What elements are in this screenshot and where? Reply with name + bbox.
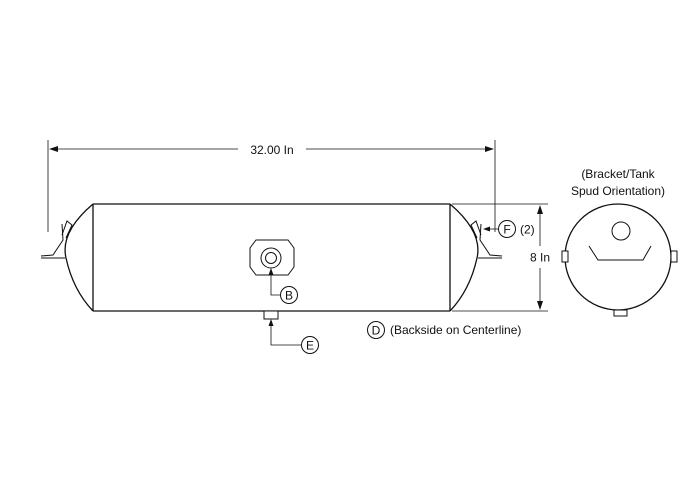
end-view-right-lug bbox=[670, 250, 678, 263]
tank-left-head bbox=[64, 203, 94, 312]
callout-f-arrowhead bbox=[483, 226, 490, 232]
port-b-boss bbox=[249, 239, 295, 276]
height-arrow-top bbox=[537, 205, 543, 214]
tank-end-view bbox=[561, 203, 678, 317]
end-view-bracket-outline bbox=[588, 245, 652, 261]
right-bracket bbox=[470, 220, 503, 259]
callout-f: F bbox=[483, 220, 516, 238]
callout-e-leader bbox=[270, 322, 301, 346]
length-arrow-left bbox=[49, 146, 58, 152]
callout-f-letter: F bbox=[503, 223, 510, 237]
callout-e-letter: E bbox=[306, 339, 314, 353]
height-arrow-bottom bbox=[537, 301, 543, 310]
end-view-caption-line1: (Bracket/Tank bbox=[581, 167, 655, 181]
length-label: 32.00 In bbox=[250, 143, 293, 157]
length-dimension bbox=[47, 140, 496, 232]
callout-b: B bbox=[268, 268, 298, 304]
port-b-outer-ring bbox=[260, 247, 282, 269]
callout-e-bubble bbox=[301, 336, 319, 354]
tank-side-view bbox=[64, 203, 479, 312]
end-view-shell bbox=[564, 203, 672, 311]
callout-b-arrowhead bbox=[268, 268, 274, 275]
callout-f-bubble bbox=[498, 220, 516, 238]
callout-d-note: (Backside on Centerline) bbox=[390, 323, 521, 337]
port-e-fitting bbox=[263, 310, 279, 320]
callout-e-arrowhead bbox=[268, 319, 274, 326]
callout-d-letter: D bbox=[372, 324, 381, 338]
callout-b-letter: B bbox=[285, 289, 293, 303]
height-dimension bbox=[452, 203, 548, 312]
port-b-fitting bbox=[249, 239, 295, 276]
callout-f-note: (2) bbox=[520, 223, 535, 237]
length-arrow-right bbox=[485, 146, 494, 152]
tank-right-head bbox=[449, 203, 479, 312]
callout-b-bubble bbox=[280, 286, 298, 304]
callout-e: E bbox=[268, 319, 319, 354]
end-view-bottom-port bbox=[613, 309, 628, 317]
end-view-spud bbox=[611, 221, 631, 241]
end-view-left-lug bbox=[561, 250, 569, 263]
height-label: 8 In bbox=[530, 251, 550, 265]
end-view-caption-line2: Spud Orientation) bbox=[571, 184, 665, 198]
callout-d-bubble bbox=[367, 321, 385, 339]
callout-b-leader bbox=[270, 271, 280, 296]
left-bracket bbox=[40, 220, 73, 259]
port-b-inner-ring bbox=[265, 252, 277, 264]
callout-d: D bbox=[367, 321, 385, 339]
